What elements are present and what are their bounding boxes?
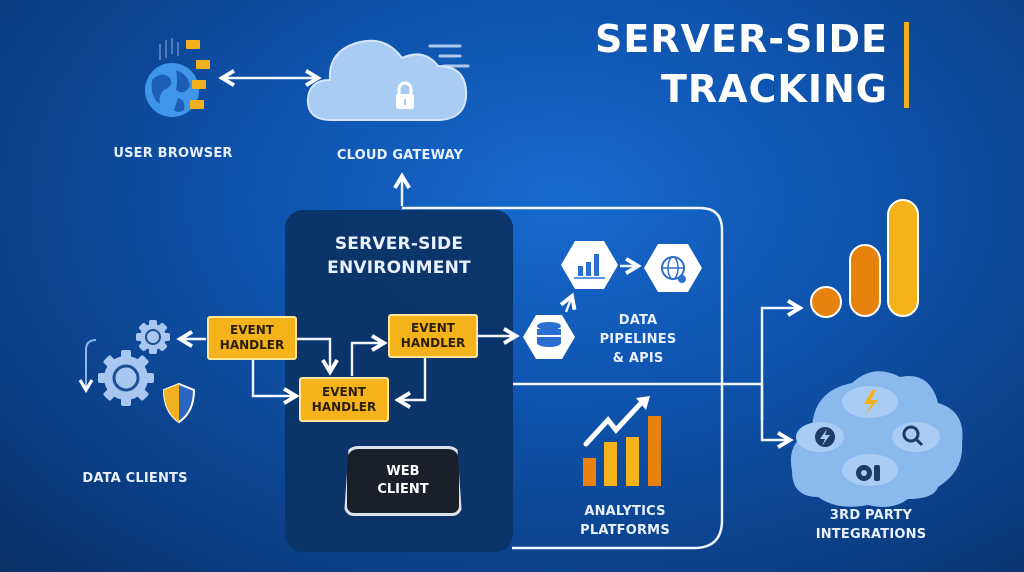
analytics-line2: PLATFORMS (580, 523, 670, 538)
cloud-gateway-label: CLOUD GATEWAY (336, 148, 464, 163)
server-env-title-line2: ENVIRONMENT (327, 258, 471, 278)
third-party-line2: INTEGRATIONS (815, 527, 927, 542)
data-pipelines-line1: DATA (618, 313, 658, 328)
database-icon (523, 315, 575, 359)
data-pipelines-line3: & APIS (612, 351, 664, 366)
third-party-label: 3RD PARTY INTEGRATIONS (796, 506, 946, 544)
user-browser-label: USER BROWSER (113, 146, 233, 161)
globe-icon (145, 38, 210, 117)
web-client-line1: WEB (386, 464, 420, 479)
search-icon (902, 425, 924, 447)
gears-shield-icon (78, 320, 196, 424)
data-clients-label: DATA CLIENTS (82, 471, 188, 486)
bar-chart-icon (561, 241, 618, 289)
analytics-platforms-label: ANALYTICS PLATFORMS (560, 502, 690, 540)
trending-bars-icon (583, 396, 661, 486)
third-party-line1: 3RD PARTY (829, 508, 913, 523)
bolt-circle-icon (815, 427, 835, 447)
data-pipelines-line2: PIPELINES (599, 332, 677, 347)
event-handler-3-line1: EVENT (411, 321, 455, 335)
h3-h2-arrow (394, 358, 427, 409)
event-handler-3[interactable]: EVENT HANDLER (388, 314, 478, 358)
event-handler-1-line2: HANDLER (219, 338, 285, 352)
event-handler-2-line1: EVENT (322, 384, 366, 399)
web-client-line2: CLIENT (377, 482, 429, 497)
h1-h2-arrow (297, 337, 339, 376)
analytics-line1: ANALYTICS (584, 504, 666, 519)
toggle-icon (856, 465, 880, 481)
title-line-1: SERVER-SIDE (595, 17, 888, 61)
event-handler-2-line2: HANDLER (311, 399, 377, 414)
event-handler-3-line2: HANDLER (400, 336, 466, 350)
to-analytics-logo-arrow (760, 299, 804, 420)
outer-loop-line (402, 206, 724, 550)
h1-h2-lower-arrow (251, 360, 300, 405)
event-handler-1-line1: EVENT (230, 323, 274, 337)
globe-settings-icon (644, 244, 702, 292)
cloud-lock-icon (306, 39, 470, 121)
h2-h3-arrow (350, 334, 388, 376)
event-handler-1[interactable]: EVENT HANDLER (207, 316, 297, 360)
lightning-icon (864, 390, 878, 414)
to-third-party-arrow (760, 384, 794, 449)
analytics-logo-icon (810, 199, 919, 318)
data-pipelines-label: DATA PIPELINES & APIS (585, 311, 691, 368)
title-line-2: TRACKING (660, 67, 888, 111)
title-accent-bar (904, 22, 909, 108)
server-env-title-line1: SERVER-SIDE (334, 234, 464, 254)
server-env-title: SERVER-SIDE ENVIRONMENT (290, 232, 508, 280)
page-title: SERVER-SIDE TRACKING (595, 14, 888, 114)
web-client-box[interactable]: WEB CLIENT (344, 446, 462, 516)
db-chart-arrow (559, 292, 577, 313)
event-handler-2[interactable]: EVENT HANDLER (299, 377, 389, 422)
